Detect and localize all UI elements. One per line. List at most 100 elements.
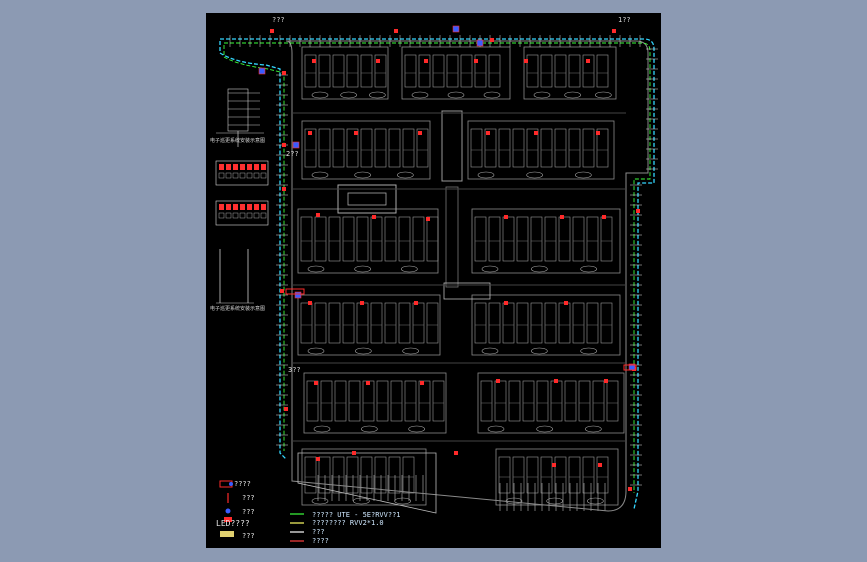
apartment-unit <box>572 302 585 344</box>
security-devices <box>258 25 640 491</box>
detail-cell <box>225 212 232 219</box>
camera-icon <box>534 131 538 135</box>
landscape-blob <box>311 91 329 99</box>
landscape-blob <box>533 91 551 99</box>
apartment-unit <box>494 380 507 422</box>
apartment-unit <box>370 216 383 262</box>
tag-top-left: ??? <box>272 16 285 24</box>
detail-red-cell <box>219 164 224 170</box>
landscape-blob <box>564 91 581 99</box>
apartment-unit <box>572 216 585 262</box>
entrance-gate-icon <box>285 288 305 295</box>
network-node-icon <box>476 39 484 47</box>
apartment-unit <box>348 380 361 422</box>
central-axis <box>445 186 459 288</box>
detail-cell <box>253 172 260 179</box>
apartment-unit <box>432 380 445 422</box>
camera-icon <box>360 301 364 305</box>
landscape-blob <box>307 265 325 273</box>
detail-cell <box>232 212 239 219</box>
apartment-unit <box>474 54 487 88</box>
landscape-blob <box>397 171 414 179</box>
camera-icon <box>280 289 284 293</box>
apartment-unit <box>304 456 317 494</box>
apartment-unit <box>582 54 595 88</box>
apartment-unit <box>474 302 487 344</box>
apartment-unit <box>356 216 369 262</box>
detail-cell <box>239 212 246 219</box>
apartment-unit <box>320 380 333 422</box>
detail-panel <box>215 160 269 186</box>
central-square <box>443 282 491 300</box>
apartment-unit <box>332 128 345 168</box>
camera-icon <box>636 209 640 213</box>
camera-icon <box>586 59 590 63</box>
landscape-blob <box>546 497 563 505</box>
detail-cell <box>260 212 267 219</box>
detail-red-cell <box>261 164 266 170</box>
landscape-blob <box>585 425 602 433</box>
apartment-unit <box>526 128 539 168</box>
apartment-unit <box>360 128 373 168</box>
cable-run <box>223 42 651 493</box>
apartment-unit <box>484 128 497 168</box>
apartment-unit <box>426 302 439 344</box>
detail-cell <box>225 172 232 179</box>
camera-icon <box>596 131 600 135</box>
landscape-blob <box>311 497 329 505</box>
apartment-unit <box>342 216 355 262</box>
legend-line-power: ???????? RVV2*1.0 <box>312 519 384 527</box>
landscape-blob <box>575 171 592 179</box>
apartment-unit <box>402 128 415 168</box>
landscape-blob <box>587 497 604 505</box>
apartment-unit <box>314 302 327 344</box>
apartment-unit <box>502 302 515 344</box>
apartment-unit <box>376 380 389 422</box>
legend-line-conduit: ??? <box>312 528 325 536</box>
building-block-3-0 <box>297 294 441 356</box>
apartment-unit <box>328 302 341 344</box>
cable-run <box>223 56 285 451</box>
apartment-unit <box>606 380 619 422</box>
apartment-unit <box>404 54 417 88</box>
apartment-unit <box>360 456 373 494</box>
landscape-blob <box>340 91 357 99</box>
building-block-4-1 <box>477 372 625 434</box>
landscape-blob <box>531 265 548 273</box>
apartment-unit <box>300 302 313 344</box>
apartment-unit <box>332 54 345 88</box>
camera-icon <box>604 379 608 383</box>
camera-icon <box>372 215 376 219</box>
camera-icon <box>420 381 424 385</box>
building-block-2-1 <box>471 208 621 274</box>
landscape-blob <box>353 497 370 505</box>
apartment-unit <box>346 54 359 88</box>
landscape-blob <box>477 171 495 179</box>
camera-icon <box>496 379 500 383</box>
camera-icon <box>552 463 556 467</box>
detail-cell <box>253 212 260 219</box>
camera-icon <box>270 29 274 33</box>
cable-run <box>219 38 655 510</box>
legend-item-camera: ???? <box>234 480 251 488</box>
landscape-blob <box>536 425 553 433</box>
building-block-5-1 <box>495 448 619 506</box>
apartment-unit <box>596 128 609 168</box>
apartment-unit <box>530 302 543 344</box>
detail-label-1: 电子巡更系统安装示意图 <box>210 138 266 144</box>
apartment-unit <box>412 302 425 344</box>
apartment-unit <box>426 216 439 262</box>
camera-icon <box>564 301 568 305</box>
apartment-unit <box>508 380 521 422</box>
apartment-unit <box>314 216 327 262</box>
camera-icon <box>486 131 490 135</box>
tag-left-mid: 2?? <box>286 150 299 158</box>
apartment-unit <box>526 54 539 88</box>
legend-symbols <box>219 480 304 542</box>
apartment-unit <box>418 380 431 422</box>
network-node-icon <box>258 67 266 75</box>
apartment-unit <box>402 456 415 494</box>
landscape-blob <box>355 347 372 355</box>
cad-viewport[interactable]: ??? 1?? 2?? 3?? 电子巡更系统安装示意图 电子巡更系统安装示意图 … <box>206 13 661 548</box>
apartment-unit <box>586 216 599 262</box>
